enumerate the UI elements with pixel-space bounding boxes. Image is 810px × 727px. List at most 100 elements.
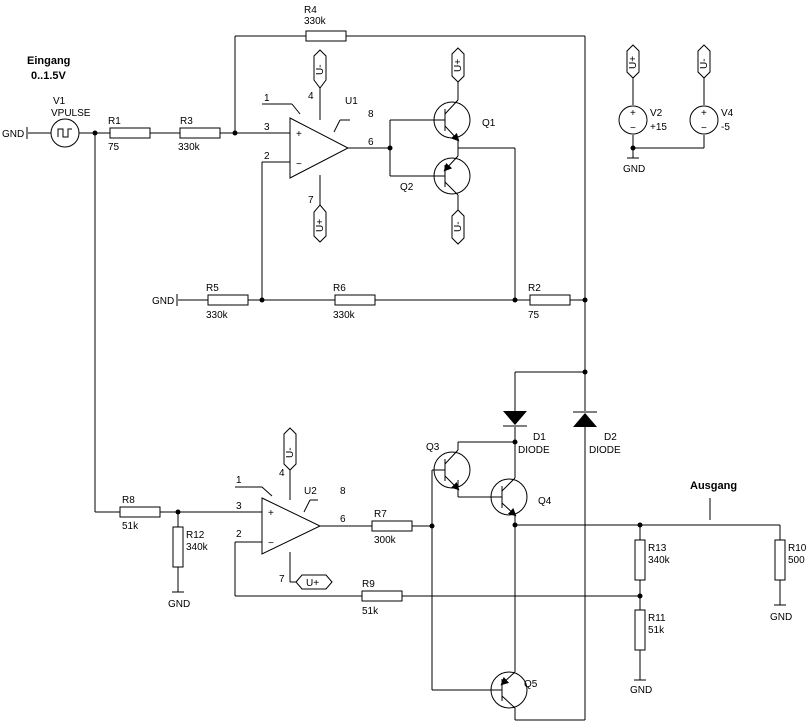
- svg-text:R9: R9: [362, 579, 375, 590]
- svg-text:R3: R3: [180, 116, 193, 127]
- transistor-q5[interactable]: Q5: [490, 671, 538, 709]
- svg-text:U+: U+: [453, 59, 464, 72]
- svg-text:U+: U+: [315, 219, 326, 232]
- resistor-r13[interactable]: R13 340k: [634, 539, 671, 581]
- svg-text:−: −: [701, 123, 707, 134]
- opamp-u1[interactable]: + − U1 1 3 2 4 7 8 6: [264, 91, 374, 206]
- opamp-u2[interactable]: + − U2 1 3 2 4 7 8 6: [236, 468, 346, 585]
- u1-name: U1: [345, 96, 358, 107]
- transistor-q4[interactable]: Q4: [490, 477, 552, 517]
- svg-text:330k: 330k: [206, 310, 229, 321]
- svg-text:2: 2: [236, 529, 242, 540]
- ground-r5: GND: [152, 294, 178, 307]
- svg-text:GND: GND: [152, 296, 174, 307]
- svg-text:GND: GND: [630, 685, 652, 696]
- svg-text:Q3: Q3: [426, 442, 440, 453]
- input-range: 0..1.5V: [31, 70, 67, 82]
- output-title: Ausgang: [690, 480, 737, 492]
- svg-text:R5: R5: [206, 283, 219, 294]
- svg-text:R4: R4: [304, 5, 317, 16]
- svg-text:500: 500: [788, 555, 805, 566]
- source-v2[interactable]: + − V2 +15: [618, 105, 667, 135]
- ground-r12: GND: [168, 591, 190, 610]
- v4-name: V4: [721, 108, 734, 119]
- resistor-r11[interactable]: R11 51k: [634, 609, 666, 651]
- svg-text:330k: 330k: [178, 142, 201, 153]
- svg-text:4: 4: [308, 91, 314, 102]
- junctions: [92, 130, 643, 599]
- svg-text:3: 3: [236, 501, 242, 512]
- resistor-r8[interactable]: R8 51k: [119, 495, 161, 532]
- svg-text:R12: R12: [186, 530, 205, 541]
- svg-text:Q1: Q1: [482, 118, 496, 129]
- svg-text:U-: U-: [315, 64, 326, 75]
- diode-d1[interactable]: D1 DIODE: [503, 411, 550, 456]
- svg-text:6: 6: [340, 514, 346, 525]
- ground-r10: GND: [770, 604, 792, 623]
- transistor-q3[interactable]: Q3: [426, 442, 471, 491]
- u2-name: U2: [304, 486, 317, 497]
- svg-text:51k: 51k: [362, 606, 379, 617]
- resistor-r7[interactable]: R7 300k: [371, 509, 413, 546]
- resistor-r4[interactable]: R4 330k: [304, 5, 347, 42]
- resistor-r1[interactable]: R1 75: [108, 116, 151, 153]
- svg-text:51k: 51k: [648, 625, 665, 636]
- input-title: Eingang: [27, 55, 70, 67]
- svg-text:R8: R8: [122, 495, 135, 506]
- svg-text:+: +: [268, 508, 274, 519]
- svg-text:U-: U-: [453, 221, 464, 232]
- svg-text:7: 7: [279, 574, 285, 585]
- resistor-r12[interactable]: R12 340k: [172, 526, 209, 568]
- svg-text:8: 8: [340, 486, 346, 497]
- v2-value: +15: [650, 122, 667, 133]
- resistor-r9[interactable]: R9 51k: [361, 579, 403, 617]
- resistor-r6[interactable]: R6 330k: [333, 283, 376, 321]
- source-v1[interactable]: V1 VPULSE: [50, 96, 91, 148]
- svg-text:U+: U+: [628, 56, 639, 69]
- svg-text:3: 3: [264, 122, 270, 133]
- ground-left: GND: [2, 127, 28, 140]
- svg-text:GND: GND: [168, 599, 190, 610]
- v1-name: V1: [53, 96, 66, 107]
- svg-text:D1: D1: [533, 432, 546, 443]
- resistor-r3[interactable]: R3 330k: [178, 116, 221, 153]
- svg-text:R1: R1: [108, 116, 121, 127]
- svg-text:+: +: [701, 108, 707, 119]
- svg-text:8: 8: [368, 109, 374, 120]
- resistor-r2[interactable]: R2 75: [528, 283, 571, 321]
- svg-text:+: +: [630, 108, 636, 119]
- svg-text:R2: R2: [528, 283, 541, 294]
- transistor-q2[interactable]: Q2: [400, 148, 471, 196]
- svg-text:−: −: [296, 159, 302, 170]
- svg-text:330k: 330k: [333, 310, 356, 321]
- ground-supply: GND: [623, 157, 645, 175]
- svg-text:GND: GND: [770, 612, 792, 623]
- svg-text:6: 6: [368, 137, 374, 148]
- svg-text:75: 75: [528, 310, 540, 321]
- svg-text:R6: R6: [333, 283, 346, 294]
- svg-text:2: 2: [264, 151, 270, 162]
- transistor-q1[interactable]: Q1: [433, 99, 496, 148]
- svg-text:330k: 330k: [304, 16, 327, 27]
- svg-text:R7: R7: [374, 509, 387, 520]
- svg-text:4: 4: [279, 468, 285, 479]
- source-v4[interactable]: + − V4 -5: [689, 105, 734, 135]
- v2-name: V2: [650, 108, 663, 119]
- svg-text:340k: 340k: [186, 542, 209, 553]
- svg-text:7: 7: [308, 195, 314, 206]
- svg-text:GND: GND: [623, 164, 645, 175]
- svg-text:DIODE: DIODE: [589, 445, 621, 456]
- resistor-r10[interactable]: R10 500: [774, 539, 807, 581]
- svg-text:R11: R11: [648, 613, 666, 624]
- svg-text:Q4: Q4: [538, 496, 552, 507]
- svg-text:U-: U-: [285, 447, 296, 458]
- v4-value: -5: [721, 122, 730, 133]
- svg-text:Q5: Q5: [524, 679, 538, 690]
- wires: [28, 35, 781, 721]
- svg-text:+: +: [296, 129, 302, 140]
- diode-d2[interactable]: D2 DIODE: [573, 411, 621, 456]
- svg-text:D2: D2: [604, 432, 617, 443]
- resistor-r5[interactable]: R5 330k: [206, 283, 249, 321]
- svg-text:340k: 340k: [648, 555, 671, 566]
- svg-text:DIODE: DIODE: [518, 445, 550, 456]
